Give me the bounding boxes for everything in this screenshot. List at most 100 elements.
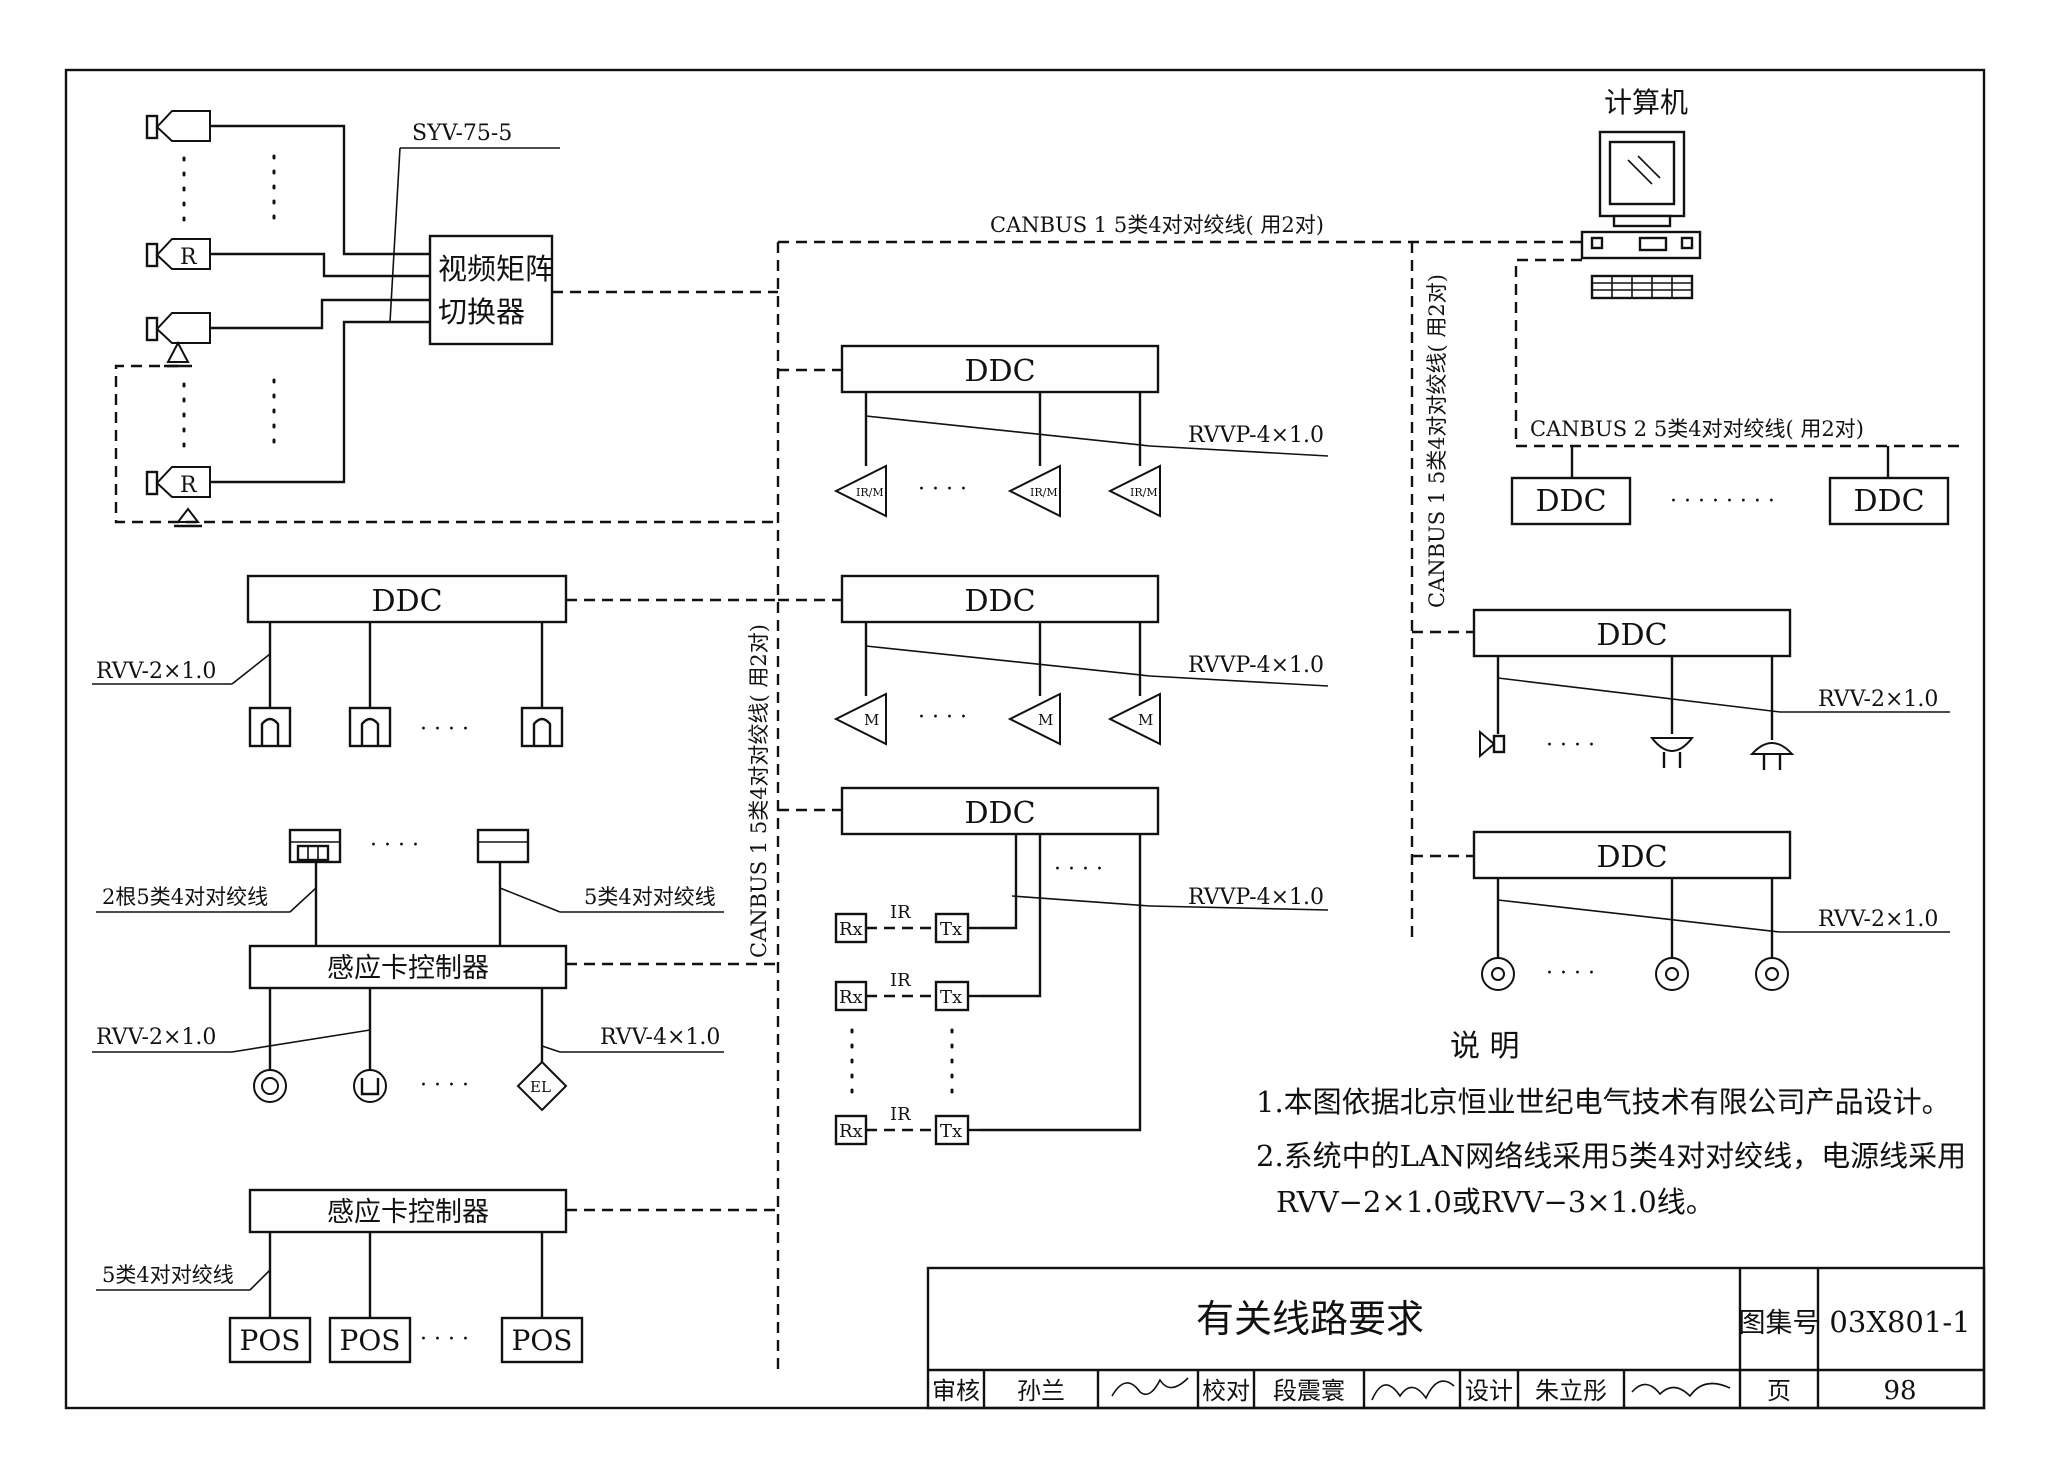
transmitter-label: Tx xyxy=(940,919,962,940)
ddc-label: DDC xyxy=(1596,618,1667,653)
ddc-controller xyxy=(1472,608,1792,658)
card-controller-group-2: 感应卡控制器 5类4对对绞线 POS POS POS · · · · xyxy=(96,1188,778,1364)
ddc-controller xyxy=(246,574,568,624)
review-label: 审核 xyxy=(932,1377,980,1405)
checker-name: 段震寰 xyxy=(1273,1377,1345,1405)
sensor-label: IR/M xyxy=(1130,486,1158,499)
ddc-label: DDC xyxy=(1853,484,1924,519)
camera-icon: R xyxy=(145,238,211,270)
ddc-output-group-2: DDC RVV-2×1.0 · · · · xyxy=(1412,830,1950,991)
transmitter-label: Tx xyxy=(940,1121,962,1142)
ddc-output-group-1: DDC RVV-2×1.0 · · · · xyxy=(1412,608,1950,770)
video-matrix-label: 切换器 xyxy=(438,295,525,329)
atlas-number: 03X801-1 xyxy=(1829,1305,1970,1339)
camera-mark: R xyxy=(180,245,198,270)
cctv-section: R R SYV-75-5 视频矩阵 切换器 xyxy=(114,110,778,528)
cable-label-canbus1-top: CANBUS 1 5类4对对绞线( 用2对) xyxy=(990,213,1324,237)
computer-label: 计算机 xyxy=(1604,86,1688,119)
atlas-label: 图集号 xyxy=(1739,1308,1820,1339)
card-controller-label: 感应卡控制器 xyxy=(327,953,489,984)
ddc-controller xyxy=(1510,476,1632,526)
ddc-controller xyxy=(1828,476,1950,526)
receiver-label: Rx xyxy=(839,919,863,940)
ellipsis: · · · · xyxy=(918,705,967,730)
check-label: 校对 xyxy=(1202,1377,1250,1405)
sensor-label: M xyxy=(1138,711,1153,729)
sensor-label: IR/M xyxy=(1030,486,1058,499)
receiver-label: Rx xyxy=(839,987,863,1008)
ddc-door-contact-group: DDC RVV-2×1.0 · · · · xyxy=(92,574,778,748)
ellipsis: · · · · xyxy=(420,1073,469,1098)
cable-label-rvv4: RVV-4×1.0 xyxy=(600,1025,720,1050)
ddc-controller xyxy=(840,786,1160,836)
page-number: 98 xyxy=(1883,1376,1916,1406)
ddc-label: DDC xyxy=(1596,840,1667,875)
reviewer-name: 孙兰 xyxy=(1017,1377,1065,1405)
sensor-label: M xyxy=(864,711,879,729)
designer-signature xyxy=(1631,1382,1731,1398)
ddc-detector-group-irm: DDC RVVP-4×1.0 IR/M IR/M IR/M · · · · xyxy=(778,344,1329,518)
reviewer-signature xyxy=(1111,1377,1189,1397)
ddc-detector-group-m: DDC RVVP-4×1.0 M M M · · · · xyxy=(778,574,1329,746)
pos-terminal xyxy=(500,1316,584,1364)
canbus1-trunk: CANBUS 1 5类4对对绞线( 用2对) CANBUS 1 5类4对对绞线(… xyxy=(747,213,1582,1370)
cable-label-canbus2: CANBUS 2 5类4对对绞线( 用2对) xyxy=(1530,417,1864,441)
notes-title: 说 明 xyxy=(1450,1029,1520,1064)
pos-label: POS xyxy=(240,1324,301,1357)
cable-label-syv: SYV-75-5 xyxy=(412,121,512,146)
cable-label-rvv2: RVV-2×1.0 xyxy=(96,1025,216,1050)
transmitter-label: Tx xyxy=(940,987,962,1008)
video-matrix-label: 视频矩阵 xyxy=(438,252,554,286)
cable-label-rvv2: RVV-2×1.0 xyxy=(96,659,216,684)
note-item: 1.本图依据北京恒业世纪电气技术有限公司产品设计。 xyxy=(1256,1085,1951,1119)
computer: 计算机 xyxy=(1580,86,1702,300)
canbus2-section: CANBUS 2 5类4对对绞线( 用2对) DDC DDC · · · · ·… xyxy=(1510,258,1964,526)
cable-label-rvvp: RVVP-4×1.0 xyxy=(1188,885,1324,910)
ellipsis: · · · · xyxy=(1546,733,1595,758)
ddc-label: DDC xyxy=(964,584,1035,619)
card-controller xyxy=(248,944,568,990)
camera-mark: R xyxy=(180,473,198,498)
camera-icon: R xyxy=(145,466,211,528)
receiver-label: Rx xyxy=(839,1121,863,1142)
ddc-controller xyxy=(840,344,1160,394)
pos-terminal xyxy=(228,1316,312,1364)
ddc-controller xyxy=(840,574,1160,624)
ir-label: IR xyxy=(890,902,911,923)
ellipsis: · · · · xyxy=(1546,961,1595,986)
checker-signature xyxy=(1371,1380,1455,1401)
title-block: 有关线路要求 图集号 03X801-1 审核 孙兰 校对 段震寰 设计 朱立彤 … xyxy=(926,1266,1986,1410)
pos-label: POS xyxy=(512,1324,573,1357)
ir-label: IR xyxy=(890,970,911,991)
card-controller-label: 感应卡控制器 xyxy=(327,1197,489,1228)
ellipsis: · · · · xyxy=(370,833,419,858)
cable-label-canbus1-left: CANBUS 1 5类4对对绞线( 用2对) xyxy=(747,624,771,958)
pos-terminal xyxy=(328,1316,412,1364)
ir-label: IR xyxy=(890,1104,911,1125)
ellipsis: · · · · xyxy=(1054,857,1103,882)
note-item: RVV−2×1.0或RVV−3×1.0线。 xyxy=(1276,1185,1715,1219)
cable-label-rvv2: RVV-2×1.0 xyxy=(1818,907,1938,932)
camera-icon xyxy=(145,110,211,142)
ddc-label: DDC xyxy=(1535,484,1606,519)
cable-label-rvvp: RVVP-4×1.0 xyxy=(1188,653,1324,678)
ddc-label: DDC xyxy=(964,354,1035,389)
cable-label-rvvp: RVVP-4×1.0 xyxy=(1188,423,1324,448)
cable-label-rvv2: RVV-2×1.0 xyxy=(1818,687,1938,712)
ellipsis: · · · · · · · · xyxy=(1670,489,1775,514)
notes-section: 说 明 1.本图依据北京恒业世纪电气技术有限公司产品设计。 2.系统中的LAN网… xyxy=(1256,1029,1966,1219)
alarm-label: EL xyxy=(530,1078,551,1096)
design-label: 设计 xyxy=(1465,1377,1513,1405)
ellipsis: · · · · xyxy=(420,1327,469,1352)
ellipsis: · · · · xyxy=(918,477,967,502)
ddc-label: DDC xyxy=(964,796,1035,831)
cable-label-canbus1-right: CANBUS 1 5类4对对绞线( 用2对) xyxy=(1425,274,1449,608)
page-label: 页 xyxy=(1767,1377,1791,1405)
video-matrix-switcher xyxy=(428,234,554,346)
sensor-label: IR/M xyxy=(856,486,884,499)
designer-name: 朱立彤 xyxy=(1535,1377,1607,1405)
cable-label-twisted: 5类4对对绞线 xyxy=(584,885,716,909)
camera-icon xyxy=(145,312,211,368)
cable-label-twisted-pos: 5类4对对绞线 xyxy=(102,1263,234,1287)
